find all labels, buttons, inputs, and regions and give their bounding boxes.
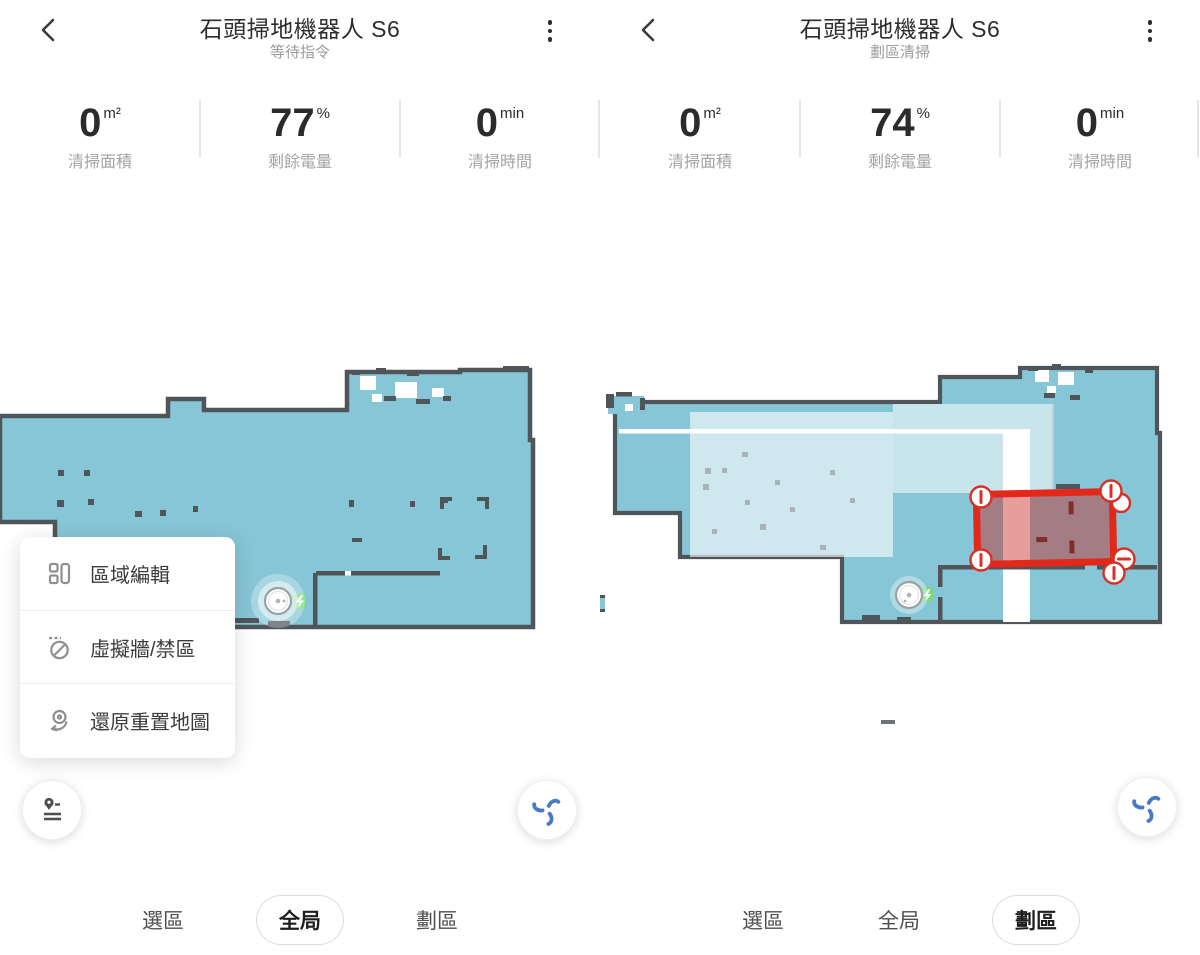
zone-handles: [969, 479, 1136, 585]
dock-marker: [921, 587, 933, 602]
more-menu-icon[interactable]: [1140, 16, 1160, 46]
tab-draw-zone[interactable]: 劃區: [416, 910, 458, 933]
map-unexplored-patches: [360, 376, 444, 402]
page-title: 石頭掃地機器人 S6: [799, 16, 1001, 42]
room-highlight-overlay-2[interactable]: [893, 404, 1053, 493]
menu-item-label: 還原重置地圖: [90, 711, 210, 734]
battery-value: 74: [870, 101, 915, 145]
time-value: 0: [475, 101, 499, 145]
stats-divider: [799, 100, 801, 158]
fan-icon: [532, 798, 561, 826]
mode-tabs: 選區 全局 劃區: [720, 895, 1080, 945]
more-menu-icon[interactable]: [540, 16, 560, 46]
no-entry-icon: [49, 636, 69, 659]
split-area-icon: [48, 562, 71, 585]
overlay-edge: [1052, 404, 1054, 492]
stats-divider: [999, 100, 1001, 158]
area-unit: m²: [103, 105, 121, 122]
stat-battery: 74% 剩餘電量: [800, 92, 1000, 171]
area-value: 0: [679, 101, 702, 145]
map-unexplored-patches: [1035, 370, 1074, 393]
map-pin-list-icon: [44, 797, 61, 821]
menu-item-restore-map[interactable]: 還原重置地圖: [20, 683, 235, 756]
tab-select-zone[interactable]: 選區: [142, 910, 184, 933]
tab-select-zone[interactable]: 選區: [742, 910, 784, 933]
doorway-gap: [345, 571, 351, 576]
area-value: 0: [79, 101, 102, 145]
battery-label: 剩餘電量: [867, 154, 932, 171]
battery-unit: %: [316, 105, 330, 122]
page-title: 石頭掃地機器人 S6: [199, 16, 401, 42]
menu-item-virtual-wall[interactable]: 虛擬牆/禁區: [20, 610, 235, 683]
zone-handle-bottom-left[interactable]: [969, 548, 993, 572]
time-label: 清掃時間: [467, 154, 532, 171]
map-edit-popup: 區域編輯 虛擬牆/禁區 還原重置地圖: [20, 537, 235, 758]
battery-unit: %: [916, 105, 930, 122]
tab-global[interactable]: 全局: [256, 895, 344, 945]
map-wall-fragments: [1028, 364, 1093, 400]
fan-speed-button[interactable]: [517, 780, 577, 840]
time-value: 0: [1075, 101, 1099, 145]
room-highlight-overlay-1[interactable]: [690, 412, 893, 557]
area-label: 清掃面積: [67, 154, 132, 171]
tab-draw-zone[interactable]: 劃區: [992, 895, 1080, 945]
robot-marker[interactable]: [890, 576, 928, 614]
zone-wall-shadows: [1036, 501, 1075, 554]
time-label: 清掃時間: [1067, 154, 1132, 171]
status-text: 劃區清掃: [869, 44, 930, 61]
zone-resize-handle[interactable]: [1102, 561, 1126, 585]
map-layers-button[interactable]: [22, 780, 82, 840]
panel-edge-divider: [1197, 100, 1199, 158]
menu-item-area-edit[interactable]: 區域編輯: [20, 537, 235, 610]
mode-tabs: 選區 全局 劃區: [120, 895, 480, 945]
menu-item-label: 區域編輯: [90, 565, 170, 587]
zone-handle-top-left[interactable]: [969, 485, 993, 509]
area-unit: m²: [703, 105, 721, 122]
panel-edge-divider: [598, 100, 600, 158]
time-unit: min: [1100, 105, 1125, 122]
restore-map-icon: [50, 709, 68, 732]
map-edge-fragments: [600, 392, 645, 612]
map-wall-fragments: [57, 366, 529, 627]
fan-icon: [1132, 795, 1161, 823]
back-icon[interactable]: [634, 15, 664, 45]
obstacle-speckles: [703, 452, 855, 550]
header: 石頭掃地機器人 S6 等待指令: [0, 0, 600, 70]
back-icon[interactable]: [34, 15, 64, 45]
battery-value: 77: [270, 101, 315, 145]
map-artifact-dash: [881, 720, 895, 724]
stat-battery: 77% 剩餘電量: [200, 92, 400, 171]
time-unit: min: [500, 105, 525, 122]
floor-map-right[interactable]: [600, 0, 1200, 955]
fan-speed-button[interactable]: [1117, 777, 1177, 837]
stats-divider: [199, 100, 201, 158]
menu-item-label: 虛擬牆/禁區: [90, 638, 196, 661]
battery-label: 剩餘電量: [267, 154, 332, 171]
tab-global[interactable]: 全局: [878, 910, 920, 933]
zone-handle-top-right[interactable]: [1099, 479, 1123, 503]
area-label: 清掃面積: [667, 154, 732, 171]
robot-marker[interactable]: [251, 574, 305, 628]
header: 石頭掃地機器人 S6 劃區清掃: [600, 0, 1200, 70]
zone-rectangle[interactable]: [972, 488, 1118, 568]
stats-divider: [399, 100, 401, 158]
status-text: 等待指令: [269, 44, 330, 61]
